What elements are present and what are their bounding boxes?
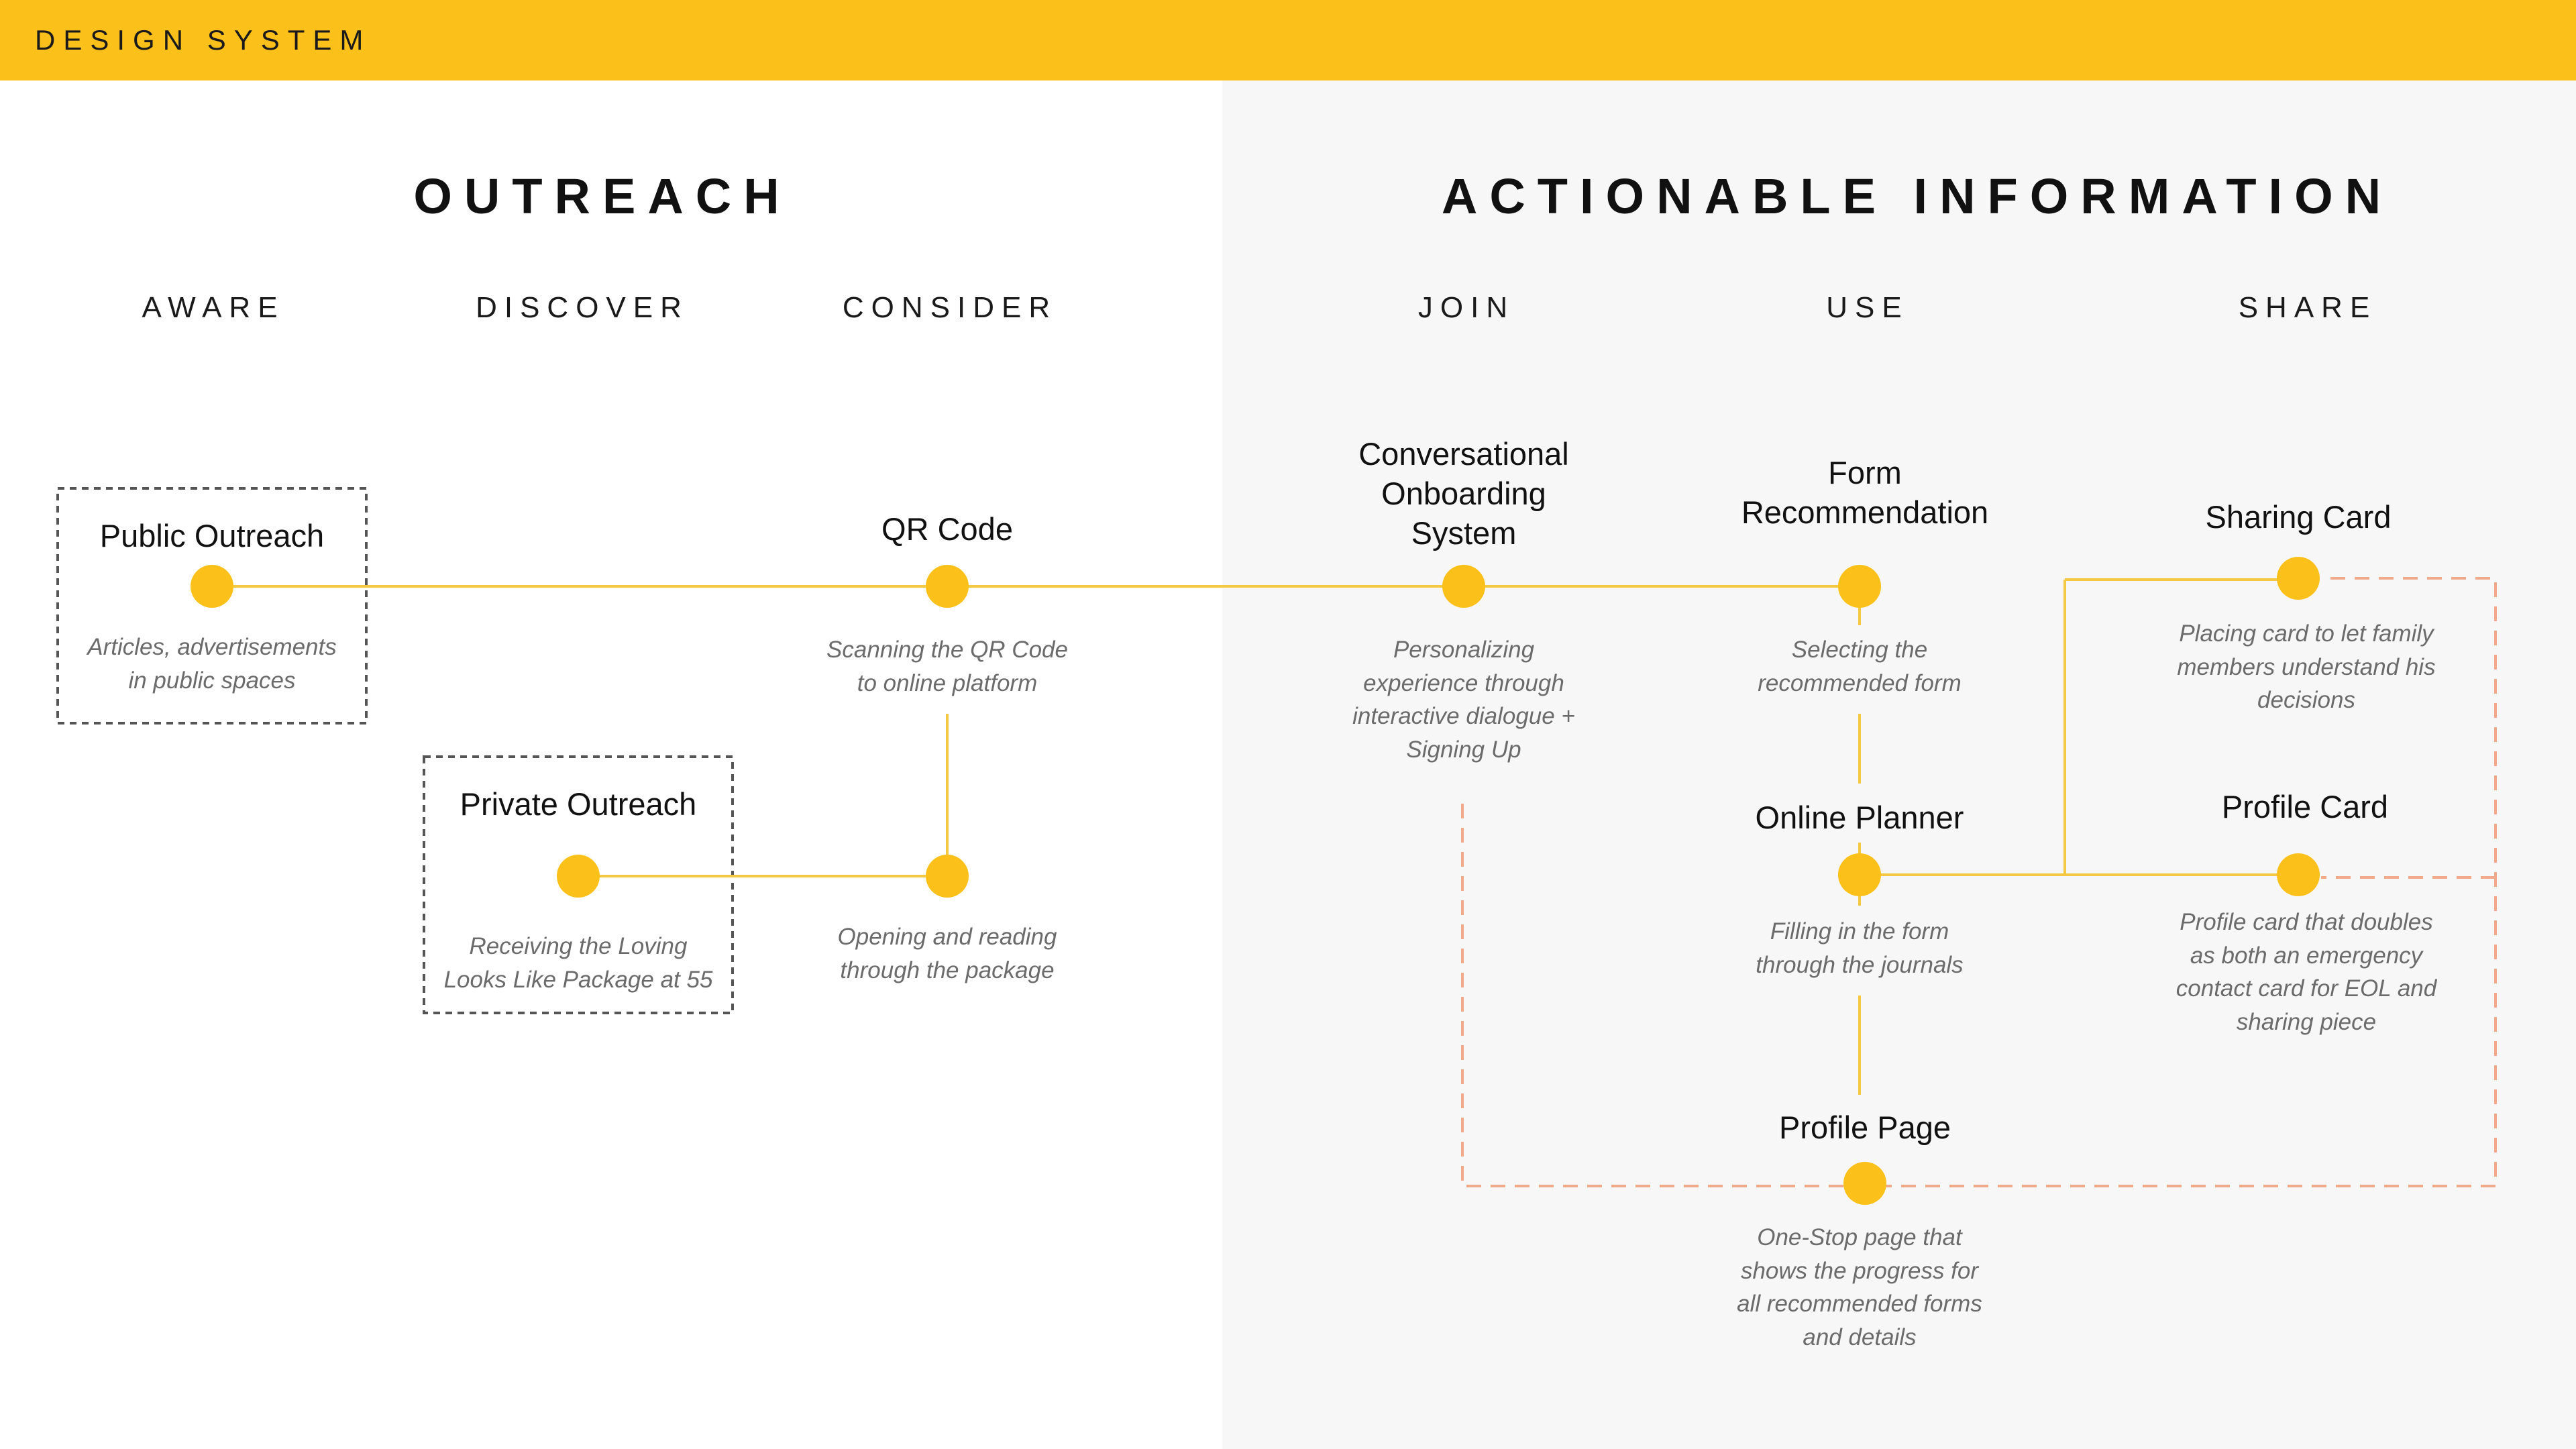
public-outreach-title: Public Outreach — [99, 518, 325, 553]
sharing-card-title: Sharing Card — [2205, 499, 2392, 535]
dashed-connector — [1461, 577, 2497, 1187]
profile-card-description: Profile card that doubles as both an eme… — [2176, 909, 2437, 1036]
form-recommendation-description: Selecting the recommended form — [1758, 637, 1962, 696]
stage-aware: AWARE — [142, 291, 285, 324]
brand-label: DESIGN SYSTEM — [35, 24, 372, 56]
public-outreach-description: Articles, advertisements in public space… — [87, 634, 337, 694]
public-outreach-box — [56, 487, 368, 724]
stage-discover: DISCOVER — [476, 291, 689, 324]
opening-package-description: Opening and reading through the package — [837, 924, 1057, 983]
stage-share: SHARE — [2238, 291, 2377, 324]
public-outreach-node — [191, 565, 233, 608]
stage-join: JOIN — [1417, 291, 1515, 324]
profile-page-description: One-Stop page that shows the progress fo… — [1737, 1224, 1982, 1351]
conversational-onboarding-node — [1442, 565, 1485, 608]
profile-card-title: Profile Card — [2221, 789, 2389, 824]
online-planner-description: Filling in the form through the journals — [1756, 918, 1964, 978]
qr-code-title: QR Code — [881, 511, 1013, 547]
private-outreach-title: Private Outreach — [460, 786, 697, 822]
top-banner: DESIGN SYSTEM — [0, 0, 2576, 80]
stage-use: USE — [1826, 291, 1909, 324]
opening-package-node — [926, 855, 969, 898]
actionable-information-section-title: ACTIONABLE INFORMATION — [1441, 168, 2394, 224]
profile-card-node — [2277, 853, 2320, 896]
outreach-section-title: OUTREACH — [413, 168, 792, 224]
private-outreach-box — [423, 755, 734, 1014]
private-outreach-node — [557, 855, 600, 898]
sharing-card-description: Placing card to let family members under… — [2177, 621, 2436, 714]
sharing-card-node — [2277, 557, 2320, 600]
qr-code-node — [926, 565, 969, 608]
stage-consider: CONSIDER — [842, 291, 1058, 324]
online-planner-title: Online Planner — [1755, 800, 1964, 835]
private-outreach-description: Receiving the Loving Looks Like Package … — [443, 933, 713, 993]
online-planner-node — [1838, 853, 1881, 896]
conversational-onboarding-description: Personalizing experience through interac… — [1352, 637, 1575, 763]
form-recommendation-node — [1838, 565, 1881, 608]
profile-page-title: Profile Page — [1778, 1110, 1951, 1145]
qr-code-description: Scanning the QR Code to online platform — [826, 637, 1068, 696]
conversational-onboarding-title: Conversational Onboarding System — [1358, 436, 1569, 551]
actionable-information-panel — [1222, 80, 2576, 1449]
form-recommendation-title: Form Recommendation — [1741, 455, 1989, 530]
profile-page-node — [1843, 1162, 1886, 1205]
